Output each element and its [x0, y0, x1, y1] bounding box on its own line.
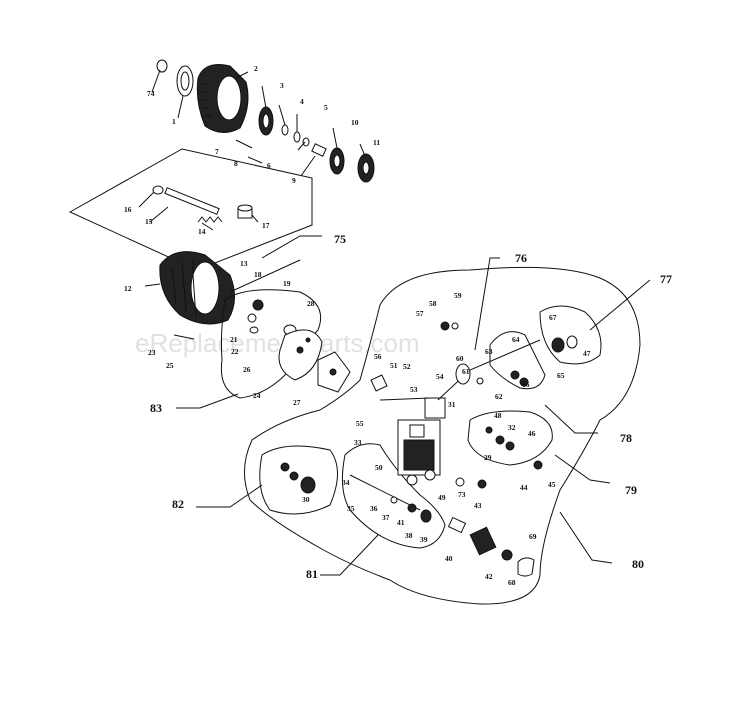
top-assembly-drawing — [151, 59, 375, 183]
part-label-39: 39 — [420, 535, 428, 544]
part-label-32: 32 — [508, 423, 516, 432]
part-label-49: 49 — [438, 493, 446, 502]
pump-body-drawing — [144, 251, 301, 325]
valve-body-drawing — [280, 321, 578, 577]
part-label-45: 45 — [548, 480, 556, 489]
part-label-6: 6 — [267, 161, 271, 170]
part-label-59: 59 — [454, 291, 462, 300]
part-label-43: 43 — [474, 501, 482, 510]
part-label-38: 38 — [405, 531, 413, 540]
part-label-51: 51 — [390, 361, 398, 370]
part-label-76: 76 — [515, 251, 527, 265]
part-label-27: 27 — [293, 398, 301, 407]
part-label-24: 24 — [253, 391, 261, 400]
part-label-78: 78 — [620, 431, 632, 445]
part-label-30: 30 — [302, 495, 310, 504]
part-label-25: 25 — [166, 361, 174, 370]
part-label-65: 65 — [557, 371, 565, 380]
part-label-64: 64 — [512, 335, 520, 344]
group-78-outline — [489, 331, 546, 390]
group-80-outline — [244, 266, 641, 605]
part-label-69: 69 — [529, 532, 537, 541]
part-label-35: 35 — [347, 504, 355, 513]
part-label-29: 29 — [484, 453, 492, 462]
part-label-57: 57 — [416, 309, 424, 318]
box-parts-drawing — [138, 185, 259, 231]
part-label-41: 41 — [397, 518, 405, 527]
part-label-73: 73 — [458, 490, 466, 499]
part-label-55: 55 — [356, 419, 364, 428]
part-label-40: 40 — [445, 554, 453, 563]
part-label-75: 75 — [334, 232, 346, 246]
part-label-58: 58 — [429, 299, 437, 308]
part-label-23: 23 — [148, 348, 156, 357]
part-label-79: 79 — [625, 483, 637, 497]
part-label-67: 67 — [549, 313, 557, 322]
part-label-8: 8 — [234, 159, 238, 168]
part-label-66: 66 — [522, 380, 530, 389]
part-label-15: 15 — [145, 217, 153, 226]
part-label-33: 33 — [354, 438, 362, 447]
part-label-19: 19 — [283, 279, 291, 288]
part-label-36: 36 — [370, 504, 378, 513]
part-label-62: 62 — [495, 392, 503, 401]
part-label-22: 22 — [231, 347, 239, 356]
part-label-17: 17 — [262, 221, 270, 230]
part-label-28: 28 — [307, 299, 315, 308]
part-label-21: 21 — [230, 335, 238, 344]
group-81-outline — [341, 443, 446, 549]
part-label-48: 48 — [494, 411, 502, 420]
part-label-54: 54 — [436, 372, 444, 381]
leader-arrows — [176, 235, 651, 576]
part-label-18: 18 — [254, 270, 262, 279]
part-label-52: 52 — [403, 362, 411, 371]
group-79-outline — [467, 410, 553, 466]
part-label-10: 10 — [351, 118, 359, 127]
part-label-31: 31 — [448, 400, 456, 409]
part-label-60: 60 — [456, 354, 464, 363]
part-label-47: 47 — [583, 349, 591, 358]
part-label-37: 37 — [382, 513, 390, 522]
part-label-14: 14 — [198, 227, 206, 236]
part-label-16: 16 — [124, 205, 132, 214]
part-label-77: 77 — [660, 272, 672, 286]
part-label-3: 3 — [280, 81, 284, 90]
part-label-12: 12 — [124, 284, 132, 293]
group-82-outline — [259, 445, 338, 515]
part-label-50: 50 — [375, 463, 383, 472]
part-label-61: 61 — [462, 367, 470, 376]
part-label-11: 11 — [373, 138, 380, 147]
part-label-74: 74 — [147, 89, 155, 98]
part-label-82: 82 — [172, 497, 184, 511]
part-label-2: 2 — [254, 64, 258, 73]
part-label-83: 83 — [150, 401, 162, 415]
part-label-4: 4 — [300, 97, 304, 106]
part-label-7: 7 — [215, 147, 219, 156]
group-83-parts-drawing — [173, 299, 351, 393]
part-label-63: 63 — [485, 347, 493, 356]
part-label-13: 13 — [240, 259, 248, 268]
part-label-68: 68 — [508, 578, 516, 587]
part-label-80: 80 — [632, 557, 644, 571]
watermark: eReplacementParts.com — [135, 328, 420, 358]
part-label-5: 5 — [324, 103, 328, 112]
part-label-9: 9 — [292, 176, 296, 185]
part-label-56: 56 — [374, 352, 382, 361]
part-label-26: 26 — [243, 365, 251, 374]
part-label-42: 42 — [485, 572, 493, 581]
group-83-outline — [220, 289, 322, 399]
part-label-1: 1 — [172, 117, 176, 126]
part-label-44: 44 — [520, 483, 528, 492]
part-label-46: 46 — [528, 429, 536, 438]
part-label-81: 81 — [306, 567, 318, 581]
group-77-outline — [539, 305, 602, 365]
part-label-53: 53 — [410, 385, 418, 394]
part-label-34: 34 — [342, 478, 350, 487]
